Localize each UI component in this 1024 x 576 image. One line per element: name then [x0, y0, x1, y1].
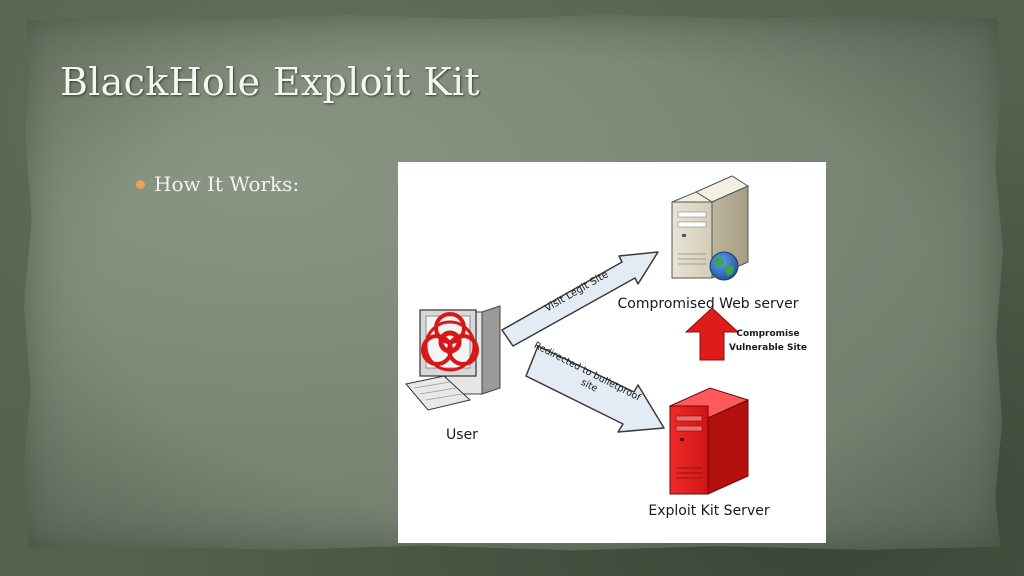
- exploit-server-icon: [668, 387, 750, 495]
- compromise-label-1: Compromise: [736, 329, 799, 339]
- web-server-label: Compromised Web server: [618, 296, 799, 312]
- globe-icon: [709, 251, 739, 281]
- visit-arrow: Visit Legit Site: [501, 251, 659, 347]
- bullet-item: How It Works:: [136, 172, 299, 196]
- compromise-label-2: Vulnerable Site: [729, 343, 807, 353]
- user-label: User: [446, 427, 478, 443]
- diagram-svg: Visit Legit Site Redirected to bulletpro…: [405, 175, 807, 519]
- diagram: Visit Legit Site Redirected to bulletpro…: [398, 162, 826, 543]
- exploit-server-label: Exploit Kit Server: [648, 503, 769, 519]
- slide-title: BlackHole Exploit Kit: [60, 60, 480, 104]
- redirect-arrow: Redirected to bulletproof site: [525, 340, 665, 433]
- slide-paper: [22, 14, 1004, 551]
- biohazard-icon: [421, 312, 479, 372]
- up-arrow-icon: [684, 307, 740, 361]
- bullet-text: How It Works:: [154, 172, 300, 196]
- bullet-dot-icon: [136, 179, 145, 189]
- web-server-icon: [671, 175, 750, 279]
